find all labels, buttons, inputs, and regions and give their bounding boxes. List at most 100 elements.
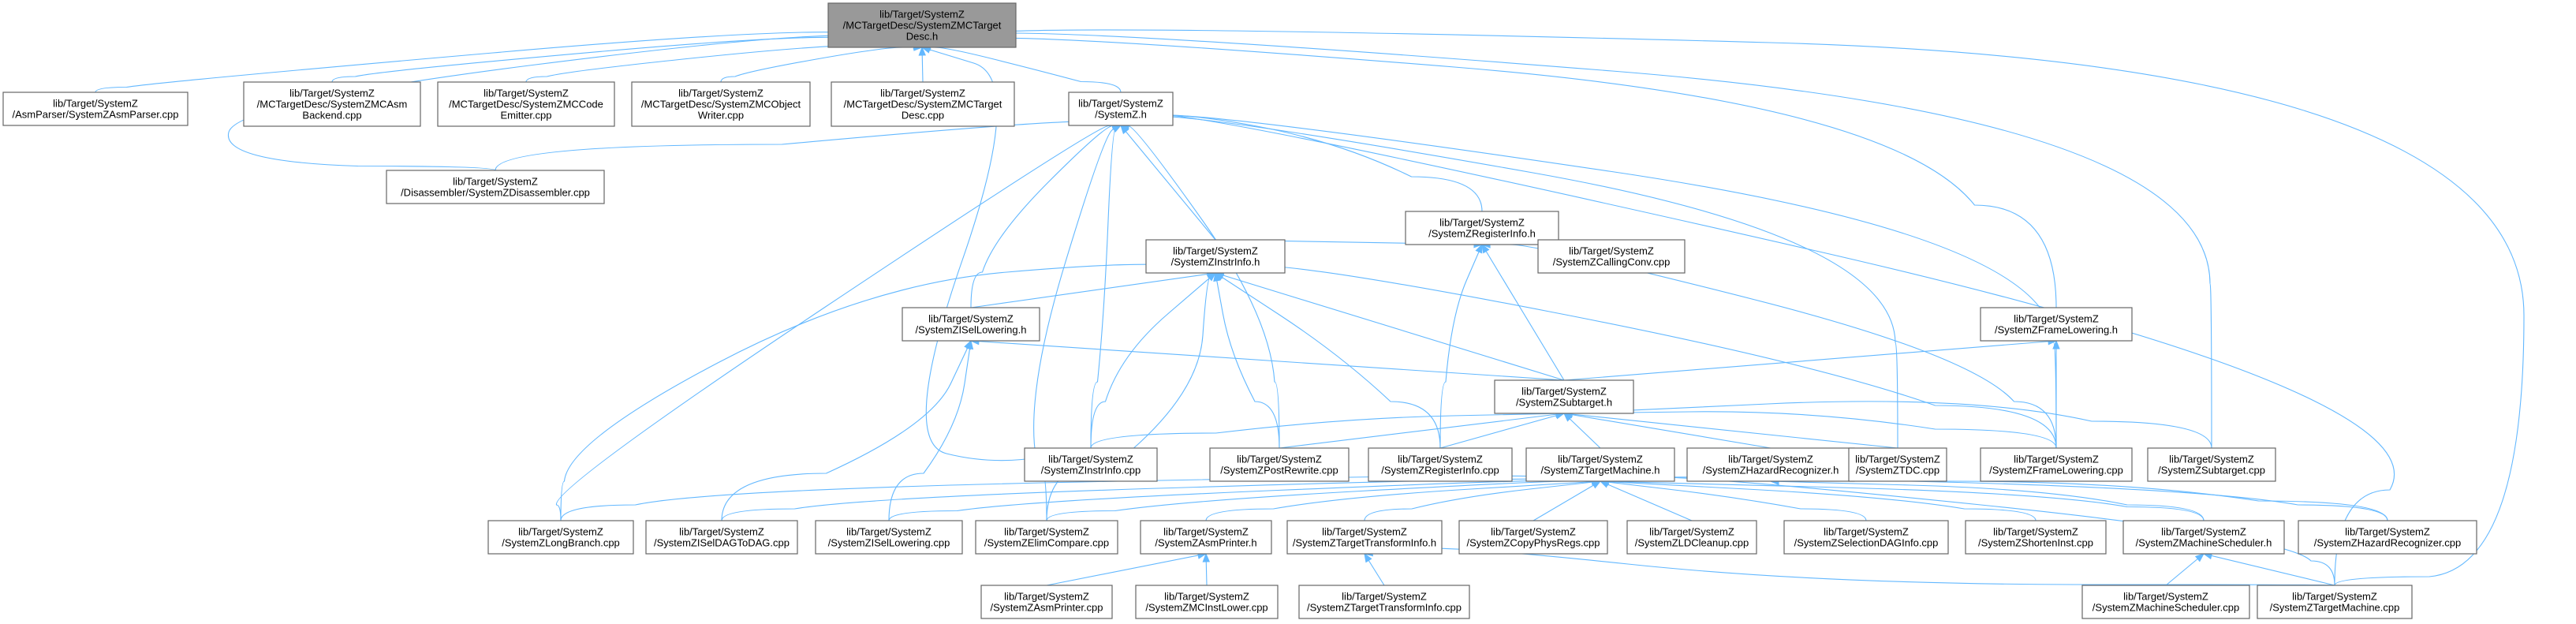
edge-subtarget_h-to-instrinfo_h [1215,272,1565,381]
edge-iseldagtodag-to-isellowering_h [721,340,972,521]
edge-subtarget_h-to-registerinfo_h [1481,244,1565,381]
node-label-line: lib/Target/SystemZ [1398,454,1483,465]
node-iseldagtodag[interactable]: lib/Target/SystemZ/SystemZISelDAGToDAG.c… [645,520,798,555]
node-mctargetdesc-cpp[interactable]: lib/Target/SystemZ/MCTargetDesc/SystemZM… [831,81,1015,127]
edge-hazardrecognizer_h-to-subtarget_h [1563,413,1771,449]
node-label-line: lib/Target/SystemZ [483,88,569,99]
edge-postrewrite-to-systemz_h [1120,125,1280,449]
edge-subtarget_h-to-isellowering_h [970,340,1565,381]
node-box [1537,239,1686,274]
node-label-line: /Disassembler/SystemZDisassembler.cpp [401,187,590,199]
node-label-line: lib/Target/SystemZ [880,88,965,99]
node-asmparser[interactable]: lib/Target/SystemZ/AsmParser/SystemZAsmP… [2,92,189,126]
arrowhead-copyphysregs-to-targetmachine_h [1591,480,1602,489]
node-subtarget-h[interactable]: lib/Target/SystemZ/SystemZSubtarget.h [1494,379,1634,414]
node-label-line: /AsmParser/SystemZAsmParser.cpp [13,109,179,121]
node-asmprinter-cpp[interactable]: lib/Target/SystemZ/SystemZAsmPrinter.cpp [980,585,1113,619]
node-isellowering-h[interactable]: lib/Target/SystemZ/SystemZISelLowering.h [902,307,1040,342]
edge-postrewrite-to-subtarget_h [1279,413,1565,449]
node-label-line: lib/Target/SystemZ [846,526,931,538]
node-box [902,307,1040,342]
node-ldcleanup[interactable]: lib/Target/SystemZ/SystemZLDCleanup.cpp [1626,520,1757,555]
node-framelowering-cpp[interactable]: lib/Target/SystemZ/SystemZFrameLowering.… [1980,447,2133,482]
node-longbranch[interactable]: lib/Target/SystemZ/SystemZLongBranch.cpp [487,520,634,555]
node-label-line: /SystemZShortenInst.cpp [1978,537,2093,549]
node-label-line: /MCTargetDesc/SystemZMCTarget [843,20,1002,32]
node-label-line: lib/Target/SystemZ [1078,98,1163,110]
node-label-line: /SystemZ.h [1095,109,1147,121]
node-label-line: lib/Target/SystemZ [2292,591,2377,603]
edge-isellowering_h-to-systemz_h [970,125,1122,308]
node-label-line: lib/Target/SystemZ [518,526,603,538]
node-label-line: /SystemZMCInstLower.cpp [1145,602,1267,614]
node-tdc[interactable]: lib/Target/SystemZ/SystemZTDC.cpp [1848,447,1947,482]
node-label-line: /SystemZRegisterInfo.h [1428,228,1536,240]
edge-postrewrite-to-instrinfo_h [1215,272,1280,449]
node-box [1980,447,2133,482]
node-label-line: lib/Target/SystemZ [2345,526,2430,538]
node-label-line: lib/Target/SystemZ [1824,526,1909,538]
node-framelowering-h[interactable]: lib/Target/SystemZ/SystemZFrameLowering.… [1980,307,2133,342]
node-targetmachine-cpp[interactable]: lib/Target/SystemZ/SystemZTargetMachine.… [2257,585,2413,619]
node-box [1965,520,2107,555]
node-tti-h[interactable]: lib/Target/SystemZ/SystemZTargetTransfor… [1286,520,1443,555]
node-label-line: /SystemZLDCleanup.cpp [1635,537,1749,549]
node-tti-cpp[interactable]: lib/Target/SystemZ/SystemZTargetTransfor… [1298,585,1470,619]
node-isellowering-cpp[interactable]: lib/Target/SystemZ/SystemZISelLowering.c… [815,520,963,555]
node-box [631,81,811,127]
node-machinescheduler-h[interactable]: lib/Target/SystemZ/SystemZMachineSchedul… [2122,520,2285,555]
node-label-line: lib/Target/SystemZ [879,9,965,21]
node-machinescheduler-cpp[interactable]: lib/Target/SystemZ/SystemZMachineSchedul… [2081,585,2250,619]
node-box [1525,447,1675,482]
node-shorteninst[interactable]: lib/Target/SystemZ/SystemZShortenInst.cp… [1965,520,2107,555]
node-instrinfo-cpp[interactable]: lib/Target/SystemZ/SystemZInstrInfo.cpp [1024,447,1158,482]
edge-shorteninst-to-targetmachine_h [1600,480,2037,521]
node-registerinfo-h[interactable]: lib/Target/SystemZ/SystemZRegisterInfo.h [1405,211,1559,245]
node-disassembler[interactable]: lib/Target/SystemZ/Disassembler/SystemZD… [386,170,605,204]
node-box [487,520,634,555]
edge-registerinfo_cpp-to-subtarget_h [1439,413,1565,449]
edge-targetmachine_cpp-to-root [921,29,2525,586]
node-instrinfo-h[interactable]: lib/Target/SystemZ/SystemZInstrInfo.h [1145,239,1286,274]
arrowhead-framelowering_cpp-to-framelowering_h [2052,339,2060,349]
node-box [831,81,1015,127]
node-label-line: lib/Target/SystemZ [928,313,1014,325]
node-box [1626,520,1757,555]
node-callingconv[interactable]: lib/Target/SystemZ/SystemZCallingConv.cp… [1537,239,1686,274]
node-registerinfo-cpp[interactable]: lib/Target/SystemZ/SystemZRegisterInfo.c… [1368,447,1513,482]
edge-tdc-to-subtarget_h [1563,413,1898,449]
node-label-line: /SystemZRegisterInfo.cpp [1381,465,1499,476]
edge-instrinfo_h-to-systemz_h [1120,125,1216,241]
edge-copyphysregs-to-targetmachine_h [1533,480,1601,521]
node-label-line: lib/Target/SystemZ [1048,454,1133,465]
edge-targetmachine_cpp-to-machinescheduler_h [2203,553,2335,586]
node-label-line: lib/Target/SystemZ [1993,526,2078,538]
node-systemz-h[interactable]: lib/Target/SystemZ/SystemZ.h [1068,92,1174,126]
node-targetmachine-h[interactable]: lib/Target/SystemZ/SystemZTargetMachine.… [1525,447,1675,482]
edge-selectiondaginfo-to-targetmachine_h [1600,480,1867,521]
node-box [1298,585,1470,619]
node-mcasmbackend[interactable]: lib/Target/SystemZ/MCTargetDesc/SystemZM… [243,81,421,127]
node-label-line: lib/Target/SystemZ [453,176,538,188]
node-label-line: lib/Target/SystemZ [1491,526,1576,538]
node-label-line: /SystemZSubtarget.h [1516,397,1612,409]
node-copyphysregs[interactable]: lib/Target/SystemZ/SystemZCopyPhysRegs.c… [1458,520,1608,555]
node-asmprinter-h[interactable]: lib/Target/SystemZ/SystemZAsmPrinter.h [1140,520,1272,555]
node-label-line: /SystemZAsmPrinter.h [1155,537,1256,549]
node-root[interactable]: lib/Target/SystemZ/MCTargetDesc/SystemZM… [827,2,1017,48]
node-mccodeemitter[interactable]: lib/Target/SystemZ/MCTargetDesc/SystemZM… [437,81,615,127]
node-subtarget-cpp[interactable]: lib/Target/SystemZ/SystemZSubtarget.cpp [2147,447,2276,482]
node-hazardrecognizer-cpp[interactable]: lib/Target/SystemZ/SystemZHazardRecogniz… [2298,520,2477,555]
node-box [815,520,963,555]
node-mcobjectwriter[interactable]: lib/Target/SystemZ/MCTargetDesc/SystemZM… [631,81,811,127]
edge-subtarget_cpp-to-subtarget_h [1563,401,2212,449]
node-mcinstlower[interactable]: lib/Target/SystemZ/SystemZMCInstLower.cp… [1135,585,1279,619]
node-box [2081,585,2250,619]
node-elimcompare[interactable]: lib/Target/SystemZ/SystemZElimCompare.cp… [975,520,1118,555]
node-hazardrecognizer-h[interactable]: lib/Target/SystemZ/SystemZHazardRecogniz… [1686,447,1855,482]
edge-machinescheduler_h-to-hazardrecognizer_h [1770,480,2205,521]
node-selectiondaginfo[interactable]: lib/Target/SystemZ/SystemZSelectionDAGIn… [1783,520,1949,555]
node-postrewrite[interactable]: lib/Target/SystemZ/SystemZPostRewrite.cp… [1209,447,1350,482]
node-label-line: /SystemZMachineScheduler.h [2136,537,2272,549]
node-box [1783,520,1949,555]
